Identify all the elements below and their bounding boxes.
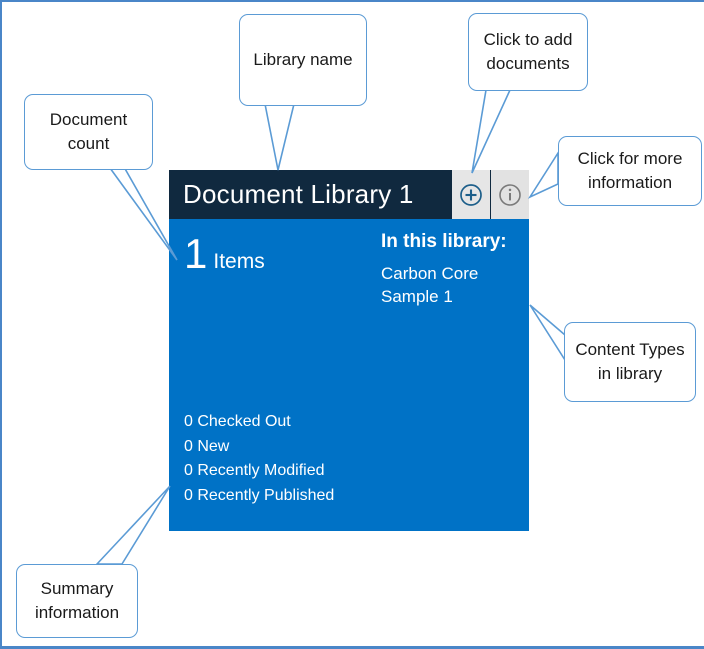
- callout-add-documents: Click to add documents: [468, 13, 588, 91]
- summary-new[interactable]: 0 New: [184, 437, 230, 455]
- callout-document-count: Document count: [24, 94, 153, 170]
- add-documents-button[interactable]: [451, 170, 490, 219]
- summary-recently-published[interactable]: 0 Recently Published: [184, 487, 335, 505]
- document-count-number: 1: [184, 230, 208, 277]
- circle-plus-icon: [460, 183, 482, 206]
- content-type-item[interactable]: Carbon Core Sample 1: [381, 264, 479, 306]
- document-count-label: Items: [213, 250, 265, 273]
- in-this-library-heading: In this library:: [381, 231, 507, 252]
- summary-checked-out[interactable]: 0 Checked Out: [184, 412, 291, 430]
- callout-library-name: Library name: [239, 14, 367, 106]
- tile-header: Document Library 1: [169, 170, 529, 219]
- summary-information: 0 Checked Out 0 New 0 Recently Modified …: [184, 410, 334, 509]
- callout-content-types: Content Types in library: [564, 322, 696, 402]
- library-title: Document Library 1: [183, 179, 414, 209]
- summary-recently-modified[interactable]: 0 Recently Modified: [184, 462, 325, 480]
- circle-info-icon: [499, 183, 521, 206]
- callout-more-information: Click for more information: [558, 136, 702, 206]
- in-this-library-section: In this library: Carbon Core Sample 1: [381, 231, 511, 309]
- callout-summary-information: Summary information: [16, 564, 138, 638]
- more-information-button[interactable]: [490, 170, 529, 219]
